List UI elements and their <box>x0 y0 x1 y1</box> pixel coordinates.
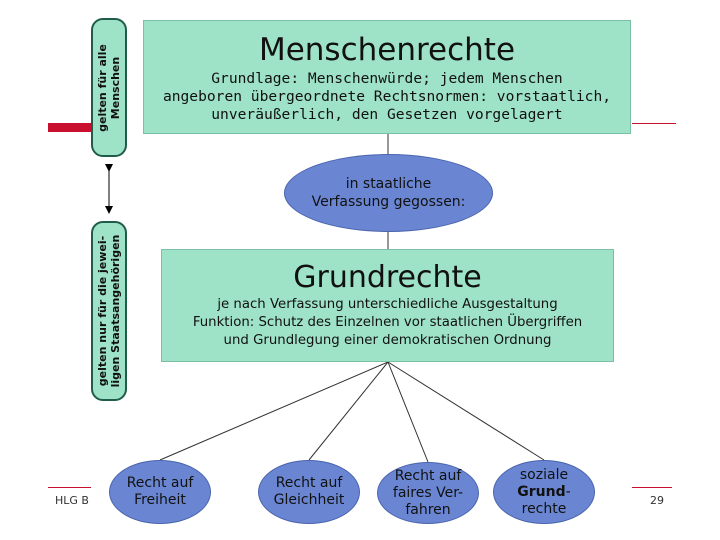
social-rights-post: - rechte <box>521 483 571 517</box>
citizens-line-2-pre: ligen <box>109 352 122 388</box>
right-to-equality: Recht auf Gleichheit <box>258 460 360 524</box>
citizens-line-1: gelten nur für die jewei- <box>96 235 109 387</box>
citizens-line-2-bold: Staatsangehörigen <box>109 234 122 353</box>
page-number: 29 <box>650 494 664 507</box>
constitution-connector: in staatliche Verfassung gegossen: <box>284 154 493 232</box>
scope-label-all-people: gelten für alle Menschen <box>91 18 127 157</box>
footer-text: HLG B <box>55 494 89 507</box>
human-rights-title: Menschenrechte <box>258 32 516 68</box>
social-rights-bold: Grund <box>517 483 566 500</box>
social-basic-rights: soziale Grund- rechte <box>493 460 595 524</box>
scope-label-all-people-text: gelten für alle Menschen <box>96 43 122 132</box>
accent-bar <box>48 123 100 132</box>
scope-label-citizens: gelten nur für die jewei-ligen Staatsang… <box>91 221 127 401</box>
right-to-freedom: Recht auf Freiheit <box>109 460 211 524</box>
scope-label-citizens-text: gelten nur für die jewei-ligen Staatsang… <box>96 225 122 397</box>
human-rights-description: Grundlage: Menschenwürde; jedem Menschen… <box>162 70 612 123</box>
basic-rights-description: je nach Verfassung unterschiedliche Ausg… <box>192 297 583 348</box>
line-to-leaf-1 <box>159 361 389 461</box>
basic-rights-box: Grundrechte je nach Verfassung unterschi… <box>161 249 614 362</box>
right-to-fair-trial: Recht auf faires Ver- fahren <box>377 462 479 524</box>
line-to-leaf-2 <box>308 361 389 461</box>
line-to-leaf-4 <box>387 361 545 461</box>
line-to-leaf-3 <box>387 361 429 463</box>
human-rights-box: Menschenrechte Grundlage: Menschenwürde;… <box>143 20 631 134</box>
basic-rights-title: Grundrechte <box>293 260 482 295</box>
social-rights-pre: soziale <box>519 466 569 483</box>
accent-line <box>630 123 676 124</box>
